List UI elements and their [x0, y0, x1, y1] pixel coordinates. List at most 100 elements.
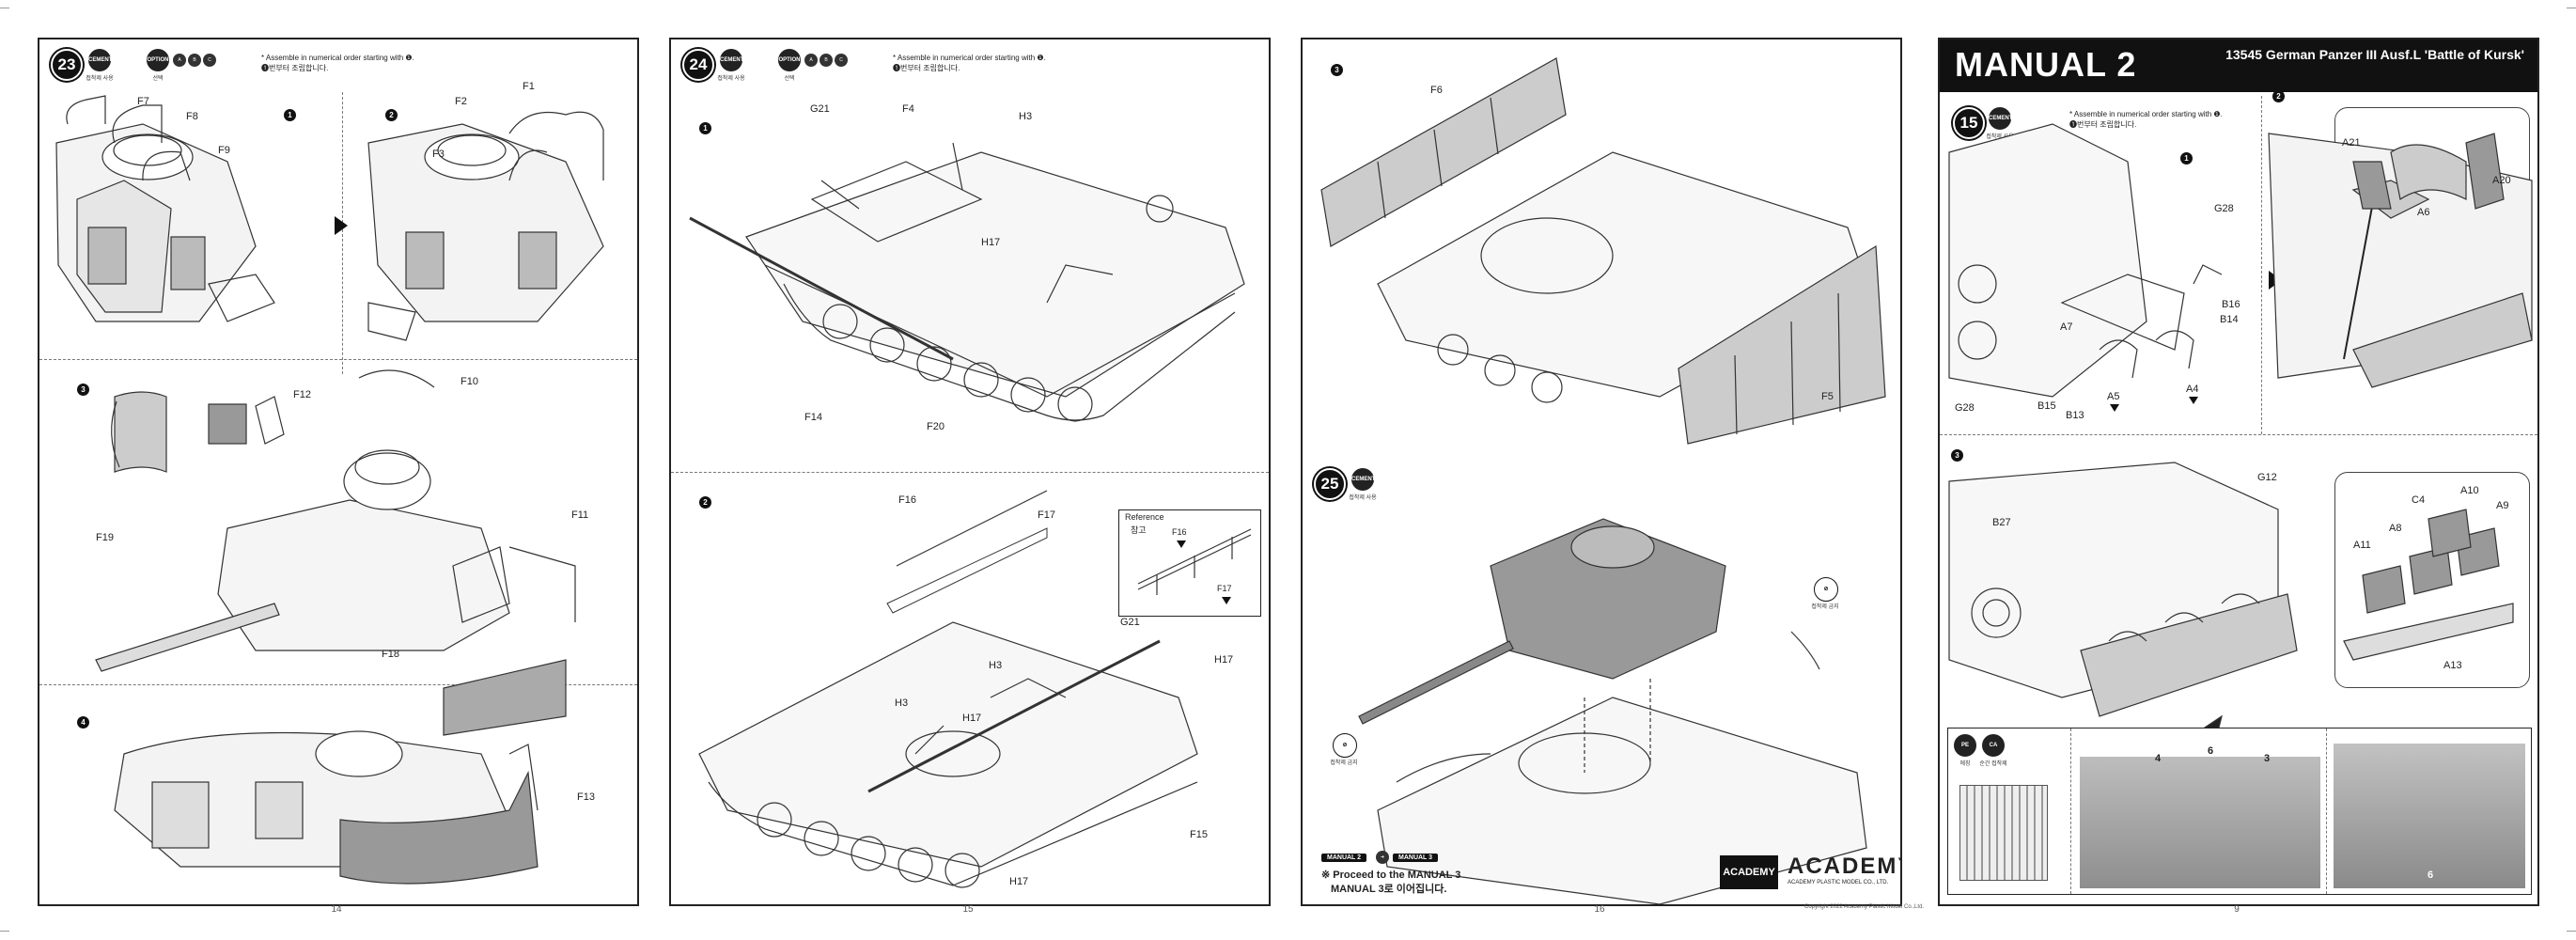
rear-track-photo	[2334, 744, 2525, 888]
page-number: 15	[962, 904, 974, 915]
substep-marker: 3	[1951, 449, 1963, 462]
option-variant-icon: A	[173, 54, 186, 67]
manual-page-15: 24 CEMENT 접착제 사용 OPTION 선택 A B C * Assem…	[669, 38, 1271, 906]
hull-fender-drawing	[1320, 57, 1886, 904]
part-label: F3	[432, 149, 445, 160]
divider	[2070, 728, 2071, 894]
academy-small-logo: ACADEMY	[1720, 855, 1778, 889]
copyright: Copyright 2022 Academy Plastic Model Co.…	[1804, 904, 1925, 910]
substep-marker: 3	[77, 384, 89, 396]
part-label: A13	[2443, 660, 2462, 671]
part-label: A5	[2107, 391, 2120, 402]
no-glue-label: 접착제 금지	[1811, 604, 1839, 610]
part-label: B13	[2066, 410, 2084, 421]
pointer-icon	[1177, 540, 1186, 548]
note-kr: ❶번부터 조립합니다.	[261, 64, 329, 72]
no-glue-icon: ⊘	[1333, 733, 1357, 758]
glue-icon: CEMENT	[88, 49, 112, 71]
engine-deck-photo	[2080, 757, 2320, 888]
step-number: 23	[51, 49, 83, 81]
super-glue-icon: CA	[1982, 734, 2005, 757]
part-label: F2	[455, 96, 467, 107]
manual-tag: MANUAL 2	[1321, 854, 1367, 862]
arrow-right-icon	[335, 216, 348, 235]
part-label: A8	[2389, 523, 2402, 534]
glue-label: 접착제 사용	[1986, 134, 2014, 140]
arrow-circle-icon: ➜	[1376, 851, 1389, 864]
hull-drawing	[689, 142, 1245, 888]
page-number: 9	[2234, 904, 2240, 915]
part-label: F9	[218, 145, 230, 156]
manual-page-14: 23 CEMENT 접착제 사용 OPTION 선택 A B C * Assem…	[38, 38, 639, 906]
divider	[671, 472, 1269, 473]
part-label: A4	[2186, 384, 2199, 395]
part-label: F18	[382, 649, 399, 660]
glue-icon: CEMENT	[1989, 107, 2012, 130]
part-label: G21	[1120, 617, 1140, 628]
photo-etch-panel: PE 에칭 CA 순간 접착제 4 6 3 6	[1947, 728, 2532, 895]
option-label: 선택	[152, 76, 164, 82]
note-kr: ❶번부터 조립합니다.	[893, 64, 960, 72]
option-variant-icon: A	[804, 54, 818, 67]
part-label: G21	[810, 103, 830, 115]
divider	[39, 684, 637, 685]
no-glue-icon: ⊘	[1814, 577, 1838, 602]
crop-mark	[0, 931, 9, 932]
academy-company: ACADEMY PLASTIC MODEL CO., LTD.	[1788, 880, 1889, 885]
part-label: F19	[96, 532, 114, 543]
part-label: F4	[902, 103, 914, 115]
substep-marker: 4	[77, 716, 89, 728]
part-label: B16	[2222, 299, 2240, 310]
glue-icon: CEMENT	[1351, 468, 1375, 491]
part-label: F16	[898, 494, 916, 506]
note-en: * Assemble in numerical order starting w…	[893, 54, 1046, 62]
reference-title-kr: 참고	[1131, 525, 1147, 535]
substep-marker: 1	[284, 109, 296, 121]
academy-small-text: ACADEMY	[1723, 867, 1775, 878]
option-variant-icon: B	[820, 54, 833, 67]
option-label: 선택	[784, 76, 795, 82]
reference-box: Reference 참고 F16 F17	[1118, 509, 1261, 617]
divider	[2261, 96, 2262, 434]
proceed-en: ※ Proceed to the MANUAL 3	[1321, 870, 1461, 881]
substep-marker: 1	[2180, 152, 2193, 164]
glue-label: 접착제 사용	[86, 76, 114, 82]
page-number: 16	[1594, 904, 1605, 915]
part-label: G28	[2214, 203, 2234, 214]
part-label: A21	[2342, 137, 2361, 149]
part-label: F17	[1038, 509, 1055, 521]
divider	[39, 359, 637, 360]
glue-icon: CEMENT	[720, 49, 743, 71]
photo-etch-sheet	[1959, 785, 2048, 881]
part-label: F20	[927, 421, 945, 432]
part-label: F7	[137, 96, 149, 107]
step-number: 15	[1953, 107, 1985, 139]
academy-logo: ACADEMY	[1788, 854, 1902, 879]
part-label: B14	[2220, 314, 2239, 325]
substep-marker: 1	[699, 122, 711, 134]
part-label: F11	[571, 509, 589, 521]
substep-marker: 2	[699, 496, 711, 509]
part-label: A6	[2417, 207, 2430, 218]
part-label: A7	[2060, 321, 2073, 333]
substep-marker: 2	[2272, 90, 2285, 102]
option-variant-icon: B	[188, 54, 201, 67]
option-icon: OPTION	[147, 49, 169, 71]
part-label: G12	[2257, 472, 2277, 483]
pointer-icon	[2189, 397, 2198, 404]
part-label: C4	[2412, 494, 2426, 506]
part-label: F6	[1430, 85, 1443, 96]
manual-page-9: MANUAL 2 13545 German Panzer III Ausf.L …	[1938, 38, 2539, 906]
glue-label: 접착제 사용	[717, 76, 745, 82]
pe-part-label: 4	[2155, 753, 2162, 764]
note-en: * Assemble in numerical order starting w…	[2069, 110, 2223, 118]
pe-part-label: 6	[2208, 745, 2214, 757]
part-label: A11	[2353, 540, 2371, 551]
manual-tag: MANUAL 3	[1393, 854, 1439, 862]
step-number: 25	[1314, 468, 1346, 500]
title-bar: MANUAL 2 13545 German Panzer III Ausf.L …	[1940, 39, 2537, 92]
part-label: A9	[2496, 500, 2509, 511]
divider	[2326, 728, 2327, 894]
reference-drawing	[1137, 528, 1252, 595]
super-glue-label: 순간 접착제	[1979, 761, 2007, 767]
